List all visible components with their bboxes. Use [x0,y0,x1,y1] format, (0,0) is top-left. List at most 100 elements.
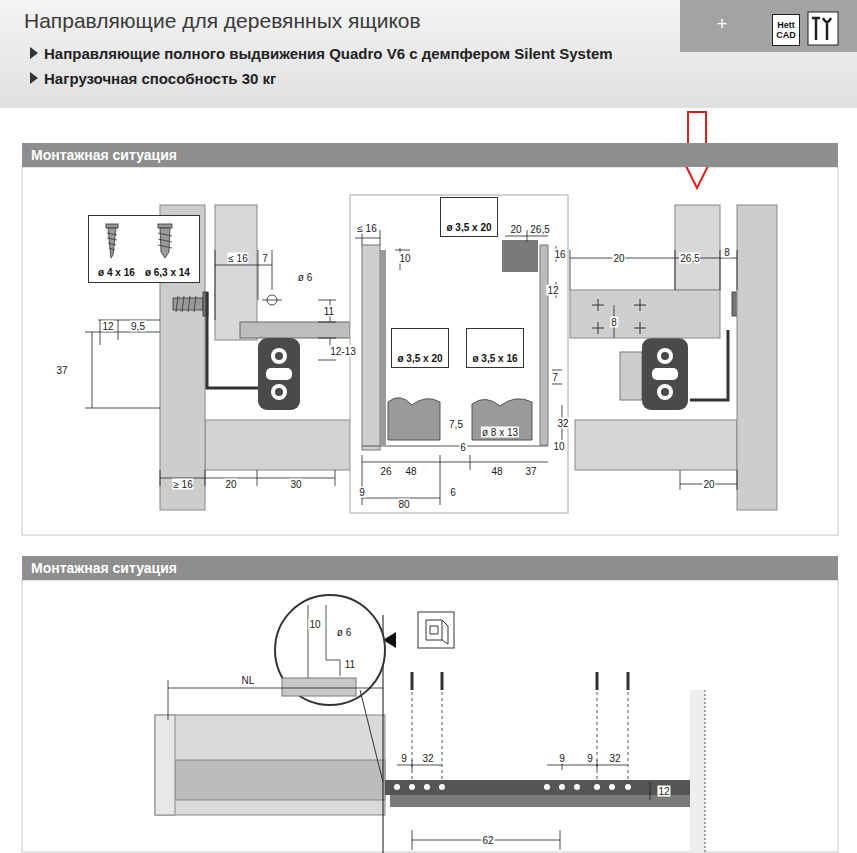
slide-profile [690,330,728,400]
drawer-side-view [175,760,385,800]
drawer-side-view [155,715,175,815]
section-panel [388,398,440,440]
dimension-value: 32 [556,418,569,429]
dimension-value: 6 [449,487,457,498]
screw-symbol [108,228,116,258]
left-cabinet-view [205,420,350,470]
right-cabinet-view [592,299,646,334]
section-frame [22,167,838,852]
dimension-line [362,455,548,505]
dimension-value: 12 [101,321,114,332]
dimension-value: ≤ 16 [227,253,248,264]
dimension-value: 48 [404,466,417,477]
dimension-value: 20 [509,224,522,235]
subtitle-line: Направляющие полного выдвижения Quadro V… [44,45,613,62]
screw-size: ø 3,5 x 20 [397,353,442,364]
screw-symbol [160,228,170,258]
cad-icon: Hett CAD [772,14,800,46]
dimension-value: ø 8 x 13 [481,427,519,438]
screw-size: ø 6,3 x 14 [145,267,190,278]
drawer-side-view [282,678,356,696]
dimension-value: 6 [459,442,467,453]
bullet-marker [30,47,38,59]
subtitle-line: Нагрузочная способность 30 кг [44,70,276,87]
dimension-value: 26,5 [529,224,550,235]
slide-profile [642,338,688,410]
dimension-value: 30 [289,479,302,490]
screw-size: ø 4 x 16 [98,267,135,278]
dimension-value: 26,5 [679,253,700,264]
dimension-value: 62 [481,835,494,846]
left-cabinet-view [240,322,350,338]
dimension-value: 12 [546,285,559,296]
dimension-value: 37 [55,365,68,376]
dimension-line [552,370,562,440]
section-heading: Монтажная ситуация [31,560,177,576]
right-cabinet-view [575,420,737,470]
drawer-side-view [360,690,383,782]
drawer-side-view [412,672,628,690]
drawer-side-view [275,595,385,705]
drawer-side-view [390,795,690,807]
dimension-value: NL [241,675,256,686]
dimension-value: 10 [552,441,565,452]
dimension-value: 32 [421,753,434,764]
section-heading: Монтажная ситуация [31,147,177,163]
slide-profile [620,352,642,400]
screw-box: ø 3,5 x 20 [391,328,449,368]
drawer-side-view [394,784,400,790]
drawer-side-view [394,784,631,790]
section-panel [350,195,568,513]
section-band: Монтажная ситуация [22,556,838,580]
dimension-value: 20 [224,479,237,490]
dimension-value: 80 [397,499,410,510]
slide-profile [275,352,283,360]
screw-size: ø 3,5 x 20 [446,222,491,233]
slide-profile [657,348,673,364]
section-panel [362,245,380,450]
dimension-value: 9 [400,753,408,764]
dimension-line [85,230,737,505]
right-cabinet-view [675,205,720,290]
section-band: Монтажная ситуация [22,143,838,167]
page-title: Направляющие для деревянных ящиков [24,9,421,33]
right-cabinet-view [570,205,777,510]
section-panel [350,195,568,513]
dimension-value: 16 [553,249,566,260]
dimension-value: 9,5 [130,321,146,332]
dimension-value: 37 [524,466,537,477]
dimension-line [570,250,737,290]
dimension-value: 9 [358,487,366,498]
drawer-side-view [594,784,600,790]
screw-box: ø 3,5 x 16 [466,328,524,368]
header-ground [0,0,857,108]
section-panel [362,446,548,447]
dimension-value: ≤ 16 [356,223,377,234]
tool-icon [812,18,831,40]
drawer-side-view [544,784,550,790]
dimension-value: 7 [551,372,559,383]
screw-size: ø 3,5 x 16 [472,353,517,364]
drawer-side-view [574,784,580,790]
dimension-value: 12 [657,786,670,797]
slide-profile [275,388,283,396]
slide-profile [271,348,287,364]
dimension-value: 11 [344,659,356,670]
drawer-side-view [308,605,340,678]
dimension-value: 8 [723,247,731,258]
slide-profile [652,368,678,380]
dimension-value: ø 6 [336,627,352,638]
screw-symbol [176,296,196,312]
bullet-marker [30,47,38,84]
dimension-line [355,230,410,270]
drawer-side-view [424,784,430,790]
right-cabinet-view [570,290,720,338]
dimension-value: ø 6 [297,272,313,283]
dimension-value: 9 [558,753,566,764]
dimension-value: 10 [398,253,411,264]
section-panel [472,399,532,440]
right-cabinet-view [737,205,777,510]
header-ground [0,0,857,108]
screw-box: ø 3,5 x 20 [440,197,498,237]
